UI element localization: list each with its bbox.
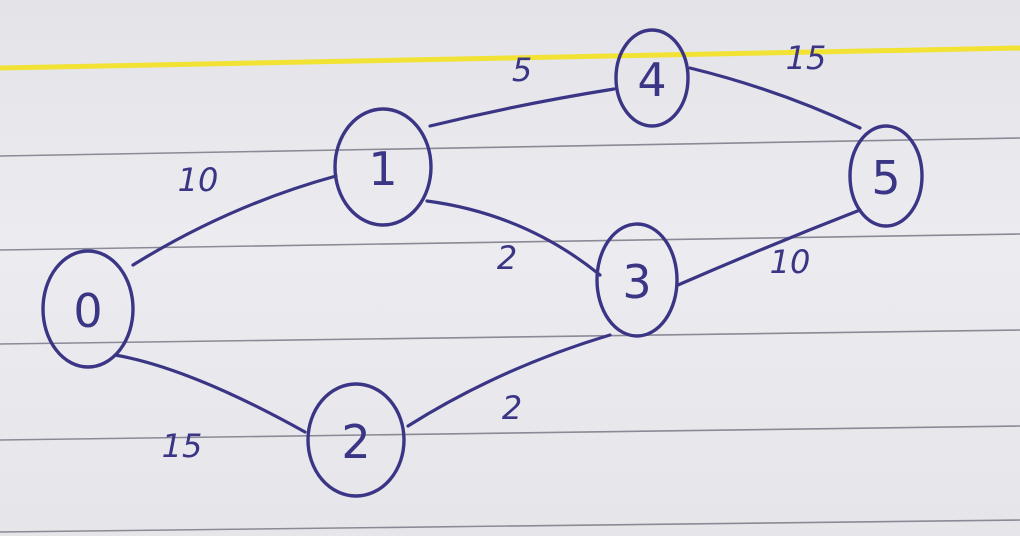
node-circle-5 — [848, 124, 924, 228]
edge-2-3 — [406, 333, 612, 428]
edge-weight-1-3: 2 — [497, 239, 517, 277]
node-label-2: 2 — [341, 415, 370, 469]
node-3: 3 — [595, 222, 679, 338]
notebook-rule-lines — [0, 45, 1020, 533]
rule-line — [0, 425, 1020, 441]
node-label-5: 5 — [871, 151, 900, 205]
rule-line — [0, 329, 1020, 345]
node-5: 5 — [848, 124, 924, 228]
rule-line — [0, 137, 1020, 157]
node-label-0: 0 — [73, 284, 102, 338]
node-circle-2 — [306, 382, 406, 498]
edge-0-2 — [113, 353, 307, 434]
yellow-margin-line — [0, 45, 1020, 71]
edge-3-5 — [676, 208, 862, 287]
edge-4-5 — [688, 66, 862, 130]
edge-weight-3-5: 10 — [770, 243, 811, 281]
edge-weight-1-4: 5 — [512, 51, 532, 89]
rule-line — [0, 233, 1020, 251]
graph-nodes: 0 1 2 3 4 5 — [41, 28, 924, 498]
node-circle-0 — [41, 249, 135, 369]
rule-line — [0, 519, 1020, 533]
edge-1-3 — [425, 199, 602, 277]
edge-weight-2-3: 2 — [502, 389, 522, 427]
edge-weight-0-1: 10 — [178, 161, 219, 199]
node-circle-1 — [333, 107, 433, 227]
graph-edge-weights: 10 15 5 2 2 15 10 — [162, 39, 827, 465]
edge-1-4 — [428, 87, 616, 128]
node-label-4: 4 — [637, 53, 666, 107]
node-0: 0 — [41, 249, 135, 369]
node-label-1: 1 — [368, 142, 397, 196]
graph-edges — [113, 66, 862, 434]
node-circle-4 — [614, 28, 690, 128]
node-4: 4 — [614, 28, 690, 128]
node-label-3: 3 — [622, 255, 651, 309]
edge-weight-0-2: 15 — [162, 427, 203, 465]
node-1: 1 — [333, 107, 433, 227]
node-circle-3 — [595, 222, 679, 338]
node-2: 2 — [306, 382, 406, 498]
edge-weight-4-5: 15 — [786, 39, 827, 77]
edge-0-1 — [131, 174, 338, 267]
